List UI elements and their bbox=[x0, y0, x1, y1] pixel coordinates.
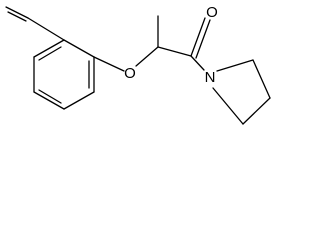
ring-bond bbox=[33, 91, 65, 110]
ring-bond bbox=[63, 91, 95, 110]
carbonyl-double-bond-a bbox=[190, 17, 206, 57]
benzene-ring bbox=[33, 39, 95, 110]
aldehyde-double-bond-outer bbox=[5, 6, 29, 19]
ring-bond bbox=[252, 59, 271, 99]
ether-oxygen-label: O bbox=[124, 65, 136, 82]
ring-bond bbox=[212, 87, 244, 125]
aldehyde-double-bond-inner bbox=[7, 11, 27, 22]
amide-nitrogen-label: N bbox=[205, 69, 216, 86]
chain-carbonyl-bond bbox=[157, 46, 192, 57]
carbonyl-oxygen-label: O bbox=[206, 4, 218, 21]
carbonyl-nitrogen-bond bbox=[190, 55, 205, 71]
ring-inner-double-bond bbox=[38, 46, 62, 61]
ether-chain-bond bbox=[135, 46, 159, 67]
carbonyl-double-bond-b bbox=[195, 19, 211, 59]
ring-bond bbox=[216, 59, 254, 72]
ring-ether-bond bbox=[93, 56, 125, 72]
ring-bond bbox=[63, 39, 95, 58]
ring-bond bbox=[33, 39, 65, 58]
aldehyde-carbon-ring-bond bbox=[27, 17, 65, 41]
ring-inner-double-bond bbox=[38, 89, 62, 104]
chemical-structure: O O N bbox=[5, 4, 271, 125]
pyrrolidine-ring bbox=[212, 59, 271, 125]
ring-bond bbox=[242, 97, 271, 125]
